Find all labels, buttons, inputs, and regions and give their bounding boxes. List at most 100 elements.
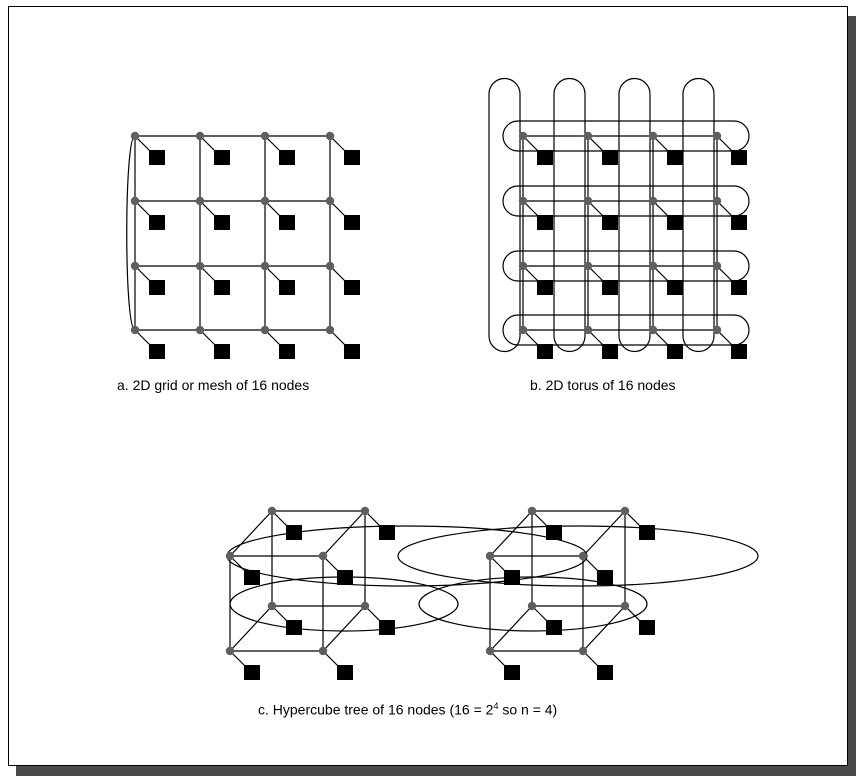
processor-box [337,570,353,585]
processor-box [731,150,747,165]
processor-box [602,215,618,230]
torus-column-loop [682,77,715,353]
node-dot [578,646,588,656]
node-dot [648,131,658,141]
node-dot [583,131,593,141]
node-dot [485,646,495,656]
node-dot [195,261,205,271]
node-dot [195,196,205,206]
processor-box [597,665,613,680]
node-dot [130,131,140,141]
node-dot [267,601,277,611]
node-dot [325,261,335,271]
processor-box [639,620,655,635]
processor-box [602,150,618,165]
torus-column-loop [488,77,521,353]
processor-box [214,150,230,165]
processor-box [244,665,260,680]
torus-caption: b. 2D torus of 16 nodes [530,377,676,393]
processor-box [504,570,520,585]
node-dot [225,646,235,656]
processor-box [379,620,395,635]
cube-edge [229,510,273,557]
processor-box [602,344,618,359]
node-dot [583,196,593,206]
node-dot [267,506,277,516]
node-dot [318,551,328,561]
node-dot [578,551,588,561]
hypercube-ring-link [397,525,759,587]
node-dot [518,131,528,141]
node-dot [712,261,722,271]
cube-edge [489,605,533,652]
processor-box [731,280,747,295]
node-dot [518,196,528,206]
processor-box [504,665,520,680]
node-dot [260,131,270,141]
processor-box [344,344,360,359]
processor-box [731,215,747,230]
processor-box [149,150,165,165]
processor-box [344,280,360,295]
cube-edge [322,510,366,557]
mesh-edge-link [126,135,136,331]
node-dot [518,261,528,271]
processor-box [379,525,395,540]
node-dot [648,325,658,335]
node-dot [527,601,537,611]
processor-box [602,280,618,295]
processor-box [149,344,165,359]
node-dot [583,325,593,335]
processor-box [537,344,553,359]
processor-box [731,344,747,359]
processor-box [279,150,295,165]
processor-box [279,344,295,359]
node-dot [360,601,370,611]
figure-frame [8,6,848,766]
node-dot [260,325,270,335]
mesh-caption: a. 2D grid or mesh of 16 nodes [117,377,310,393]
node-dot [360,506,370,516]
processor-box [149,215,165,230]
processor-box [546,525,562,540]
hypercube-caption-exponent: 4 [493,701,499,711]
cube-edge [229,605,273,652]
node-dot [130,261,140,271]
node-dot [318,646,328,656]
node-dot [583,261,593,271]
processor-box [344,215,360,230]
processor-box [597,570,613,585]
node-dot [712,131,722,141]
node-dot [518,325,528,335]
cube-edge [322,605,366,652]
node-dot [260,196,270,206]
node-dot [325,196,335,206]
processor-box [337,665,353,680]
node-dot [712,196,722,206]
processor-box [214,215,230,230]
node-dot [195,131,205,141]
node-dot [648,196,658,206]
cube-edge [489,510,533,557]
processor-box [214,280,230,295]
node-dot [527,506,537,516]
node-dot [485,551,495,561]
processor-box [286,525,302,540]
processor-box [667,215,683,230]
hypercube-caption: c. Hypercube tree of 16 nodes (16 = 24 s… [258,701,557,718]
processor-box [537,215,553,230]
processor-box [537,280,553,295]
torus-column-loop [553,77,586,353]
processor-box [639,525,655,540]
node-dot [195,325,205,335]
processor-box [279,280,295,295]
torus-diagram [488,77,750,359]
processor-box [546,620,562,635]
processor-box [537,150,553,165]
hypercube-diagram [225,506,759,680]
hypercube-caption-prefix: c. Hypercube tree of 16 nodes (16 = 2 [258,701,494,718]
node-dot [712,325,722,335]
processor-box [667,280,683,295]
node-dot [225,551,235,561]
